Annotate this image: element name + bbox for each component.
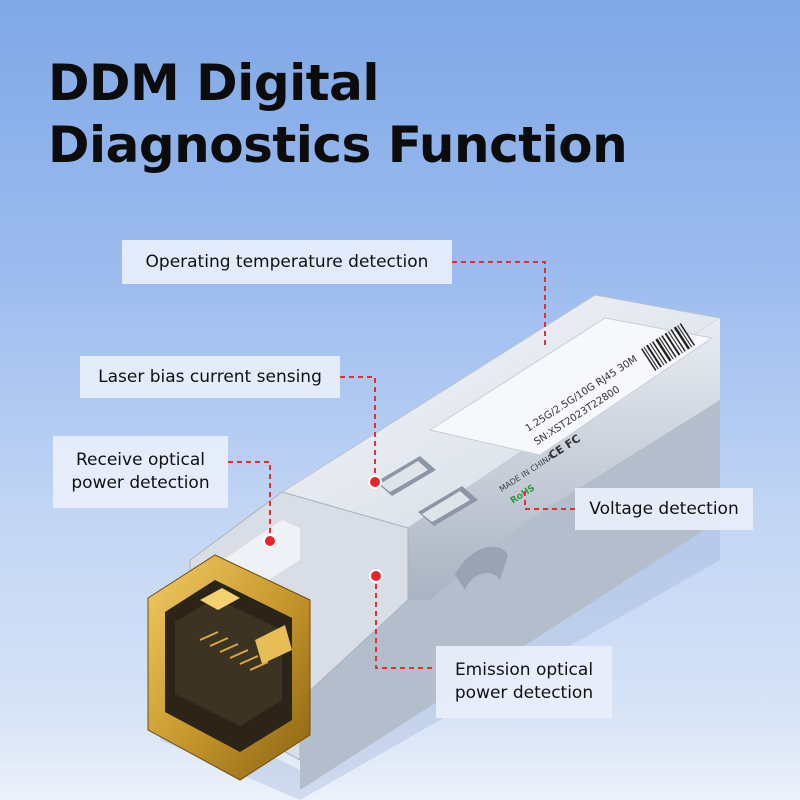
leader-receive [228, 461, 271, 540]
callout-emission-line-2: power detection [454, 683, 594, 703]
title-line-1: DDM Digital [48, 54, 380, 112]
callout-emission-power: Emission optical power detection [436, 646, 612, 718]
callout-laser-bias-text: Laser bias current sensing [98, 366, 322, 387]
leader-voltage [524, 488, 575, 510]
dot-emission [369, 569, 383, 583]
callout-receive-line-2: power detection [71, 473, 210, 493]
leader-temperature [452, 261, 546, 345]
dot-receive [263, 534, 277, 548]
callout-voltage: Voltage detection [575, 488, 753, 530]
rj45-port [147, 554, 311, 781]
callout-voltage-text: Voltage detection [589, 498, 739, 519]
dot-laser-bias [368, 475, 382, 489]
callout-temperature-text: Operating temperature detection [145, 251, 429, 272]
leader-emission [375, 576, 432, 669]
bale-clip [455, 546, 508, 590]
label-barcode [641, 323, 696, 371]
callout-emission-line-1: Emission optical [454, 660, 594, 680]
callout-receive-line-1: Receive optical [75, 450, 206, 470]
title-line-2: Diagnostics Function [48, 116, 628, 174]
callout-laser-bias: Laser bias current sensing [80, 356, 340, 398]
callout-temperature: Operating temperature detection [122, 240, 452, 284]
latch-slots [376, 456, 478, 526]
leader-laser-bias [340, 376, 376, 480]
module-side-face [408, 318, 720, 600]
page-title: DDM Digital Diagnostics Function [48, 52, 628, 176]
callout-leader-lines [228, 261, 575, 669]
callout-receive-power: Receive optical power detection [53, 436, 228, 508]
indicator-dots [263, 475, 383, 583]
